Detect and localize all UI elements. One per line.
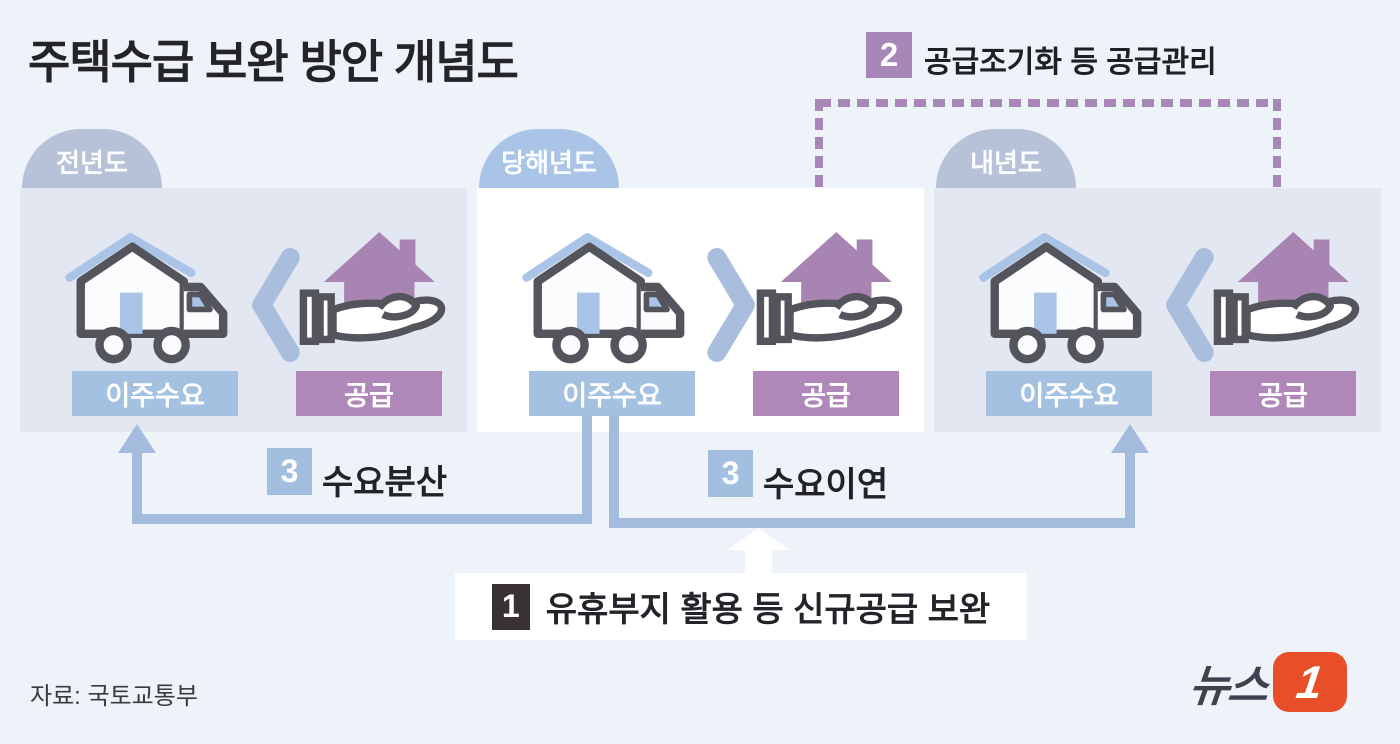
news1-logo-one-icon: 1 [1272, 652, 1347, 712]
moving-truck-icon [976, 218, 1154, 370]
callout-1-box: 1 유휴부지 활용 등 신규공급 보완 [455, 573, 1027, 640]
page-title: 주택수급 보완 방안 개념도 [28, 36, 519, 88]
supply-tag: 공급 [1210, 371, 1356, 416]
dashed-arrow-horizontal [819, 99, 1281, 107]
demand-tag: 이주수요 [529, 371, 695, 416]
year-label: 당해년도 [501, 148, 597, 178]
callout-3b-badge: 3 [708, 450, 753, 497]
callout-2-badge: 2 [866, 32, 912, 78]
arrowhead-left-icon [118, 424, 156, 453]
panel-previous-year: 전년도 이주수요 공급 [20, 129, 467, 432]
moving-truck-icon [62, 218, 240, 370]
source-credit: 자료: 국토교통부 [30, 683, 198, 710]
callout-1-label: 유휴부지 활용 등 신규공급 보완 [545, 591, 991, 629]
moving-truck-icon [519, 218, 697, 370]
hand-holding-house-icon [296, 220, 458, 370]
supply-tag: 공급 [753, 371, 899, 416]
year-label: 내년도 [970, 148, 1042, 178]
callout-3b-label: 수요이연 [763, 466, 889, 504]
supply-tag: 공급 [296, 371, 442, 416]
year-bubble: 내년도 [936, 129, 1076, 188]
demand-flow-arrows [118, 416, 1149, 528]
news1-logo-text: 뉴스 [1186, 662, 1270, 711]
callout-3a-badge: 3 [267, 448, 312, 495]
dashed-arrow-vertical-right [1273, 99, 1281, 240]
callout-2-label: 공급조기화 등 공급관리 [924, 46, 1217, 79]
panel-current-year: 당해년도 이주수요 공급 [477, 129, 924, 432]
panel-next-year: 내년도 이주수요 공급 [934, 129, 1381, 432]
callout-3a-label: 수요분산 [322, 464, 448, 502]
callout-1-badge: 1 [491, 583, 530, 630]
year-label: 전년도 [56, 148, 128, 178]
news1-logo: 뉴스 1 [1186, 650, 1347, 714]
arrowhead-right-icon [1111, 424, 1149, 453]
year-bubble: 전년도 [22, 129, 162, 188]
hand-holding-house-icon [1210, 220, 1372, 370]
demand-tag: 이주수요 [72, 371, 238, 416]
demand-tag: 이주수요 [986, 371, 1152, 416]
dashed-arrow-vertical-left [815, 99, 823, 196]
year-bubble: 당해년도 [479, 129, 619, 188]
hand-holding-house-icon [753, 220, 915, 370]
